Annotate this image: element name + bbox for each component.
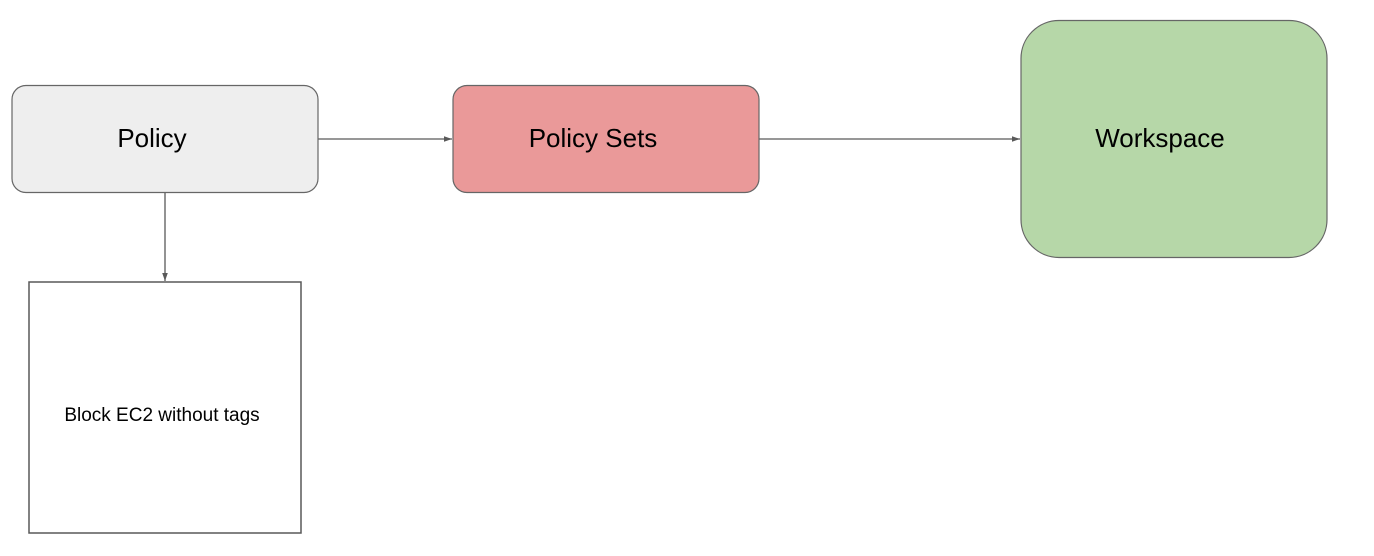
node-policy-sets-box bbox=[452, 84, 760, 194]
node-policy-label: Policy bbox=[117, 123, 186, 153]
node-workspace[interactable]: Workspace bbox=[1020, 19, 1328, 259]
node-rule[interactable]: Block EC2 without tags bbox=[28, 281, 302, 534]
node-policy[interactable]: Policy bbox=[11, 84, 319, 194]
node-rule-label: Block EC2 without tags bbox=[64, 405, 259, 426]
node-workspace-label: Workspace bbox=[1095, 123, 1225, 153]
node-rule-box bbox=[28, 281, 302, 534]
node-policy-sets-label: Policy Sets bbox=[529, 123, 658, 153]
edges bbox=[162, 136, 1020, 281]
node-policy-sets[interactable]: Policy Sets bbox=[452, 84, 760, 194]
node-workspace-box bbox=[1020, 19, 1328, 259]
node-policy-box bbox=[11, 84, 319, 194]
